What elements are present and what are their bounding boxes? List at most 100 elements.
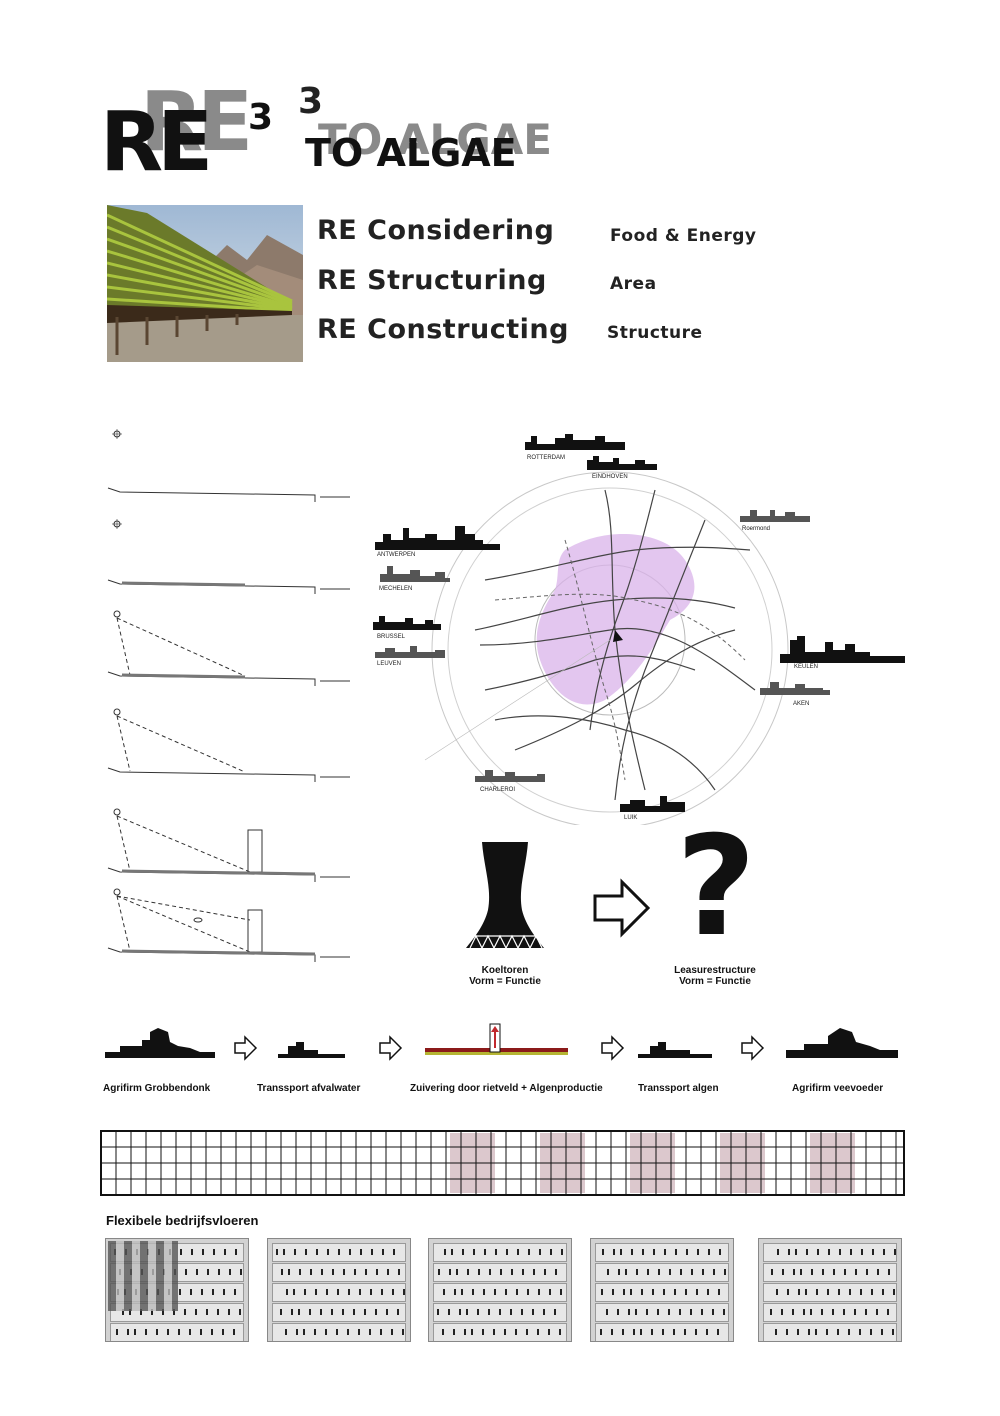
floor-element: [211, 1329, 213, 1335]
skyline-aken: [760, 682, 830, 695]
floor-element: [286, 1289, 288, 1295]
floor-element: [337, 1289, 339, 1295]
floor-element: [438, 1269, 440, 1275]
floor-element: [472, 1289, 474, 1295]
floor-element: [280, 1309, 282, 1315]
floor-element: [331, 1309, 333, 1315]
floor-element: [353, 1309, 355, 1315]
floor-element: [620, 1249, 622, 1255]
process-diagram: [105, 1023, 898, 1061]
title-subtitle: TO ALGAE: [305, 131, 517, 175]
floor-band: [595, 1283, 729, 1302]
floor-element: [466, 1309, 468, 1315]
floor-element: [843, 1309, 845, 1315]
floor-element: [348, 1289, 350, 1295]
floor-element: [805, 1289, 807, 1295]
floor-element: [364, 1309, 366, 1315]
floor-element: [876, 1309, 878, 1315]
floor-element: [816, 1289, 818, 1295]
caption-koeltoren-1: Koeltoren: [481, 965, 529, 976]
floor-element: [448, 1309, 450, 1315]
floor-band: [272, 1303, 406, 1322]
floor-element: [233, 1329, 235, 1335]
floor-element: [456, 1269, 458, 1275]
floor-element: [718, 1289, 720, 1295]
title-subtitle-shadow: TO ALGAE: [318, 115, 552, 164]
floor-element: [321, 1269, 323, 1275]
floor-element: [493, 1329, 495, 1335]
floor-element: [800, 1269, 802, 1275]
label-keulen: KEULEN: [794, 664, 819, 670]
floor-element: [771, 1269, 773, 1275]
floor-element: [381, 1289, 383, 1295]
floor-element: [349, 1249, 351, 1255]
step-transsport-afvalwater: Transsport afvalwater: [257, 1083, 361, 1094]
floor-element: [537, 1329, 539, 1335]
floor-element: [803, 1309, 805, 1315]
floor-element: [325, 1329, 327, 1335]
skyline-keulen: [780, 636, 905, 663]
floor-element: [613, 1249, 615, 1255]
floor-element: [684, 1329, 686, 1335]
floor-element: [894, 1249, 896, 1255]
process-arrows: [234, 1035, 765, 1061]
floor-element: [156, 1329, 158, 1335]
floor-element: [229, 1269, 231, 1275]
floor-element: [462, 1249, 464, 1255]
floor-element: [522, 1269, 524, 1275]
question-mark: ?: [676, 806, 757, 967]
step-agrifirm-veevoeder: Agrifirm veevoeder: [792, 1083, 884, 1094]
floor-photo: [108, 1241, 178, 1311]
floor-element: [781, 1309, 783, 1315]
floor-element: [871, 1289, 873, 1295]
floor-element: [515, 1329, 517, 1335]
floor-element: [673, 1329, 675, 1335]
floor-element: [127, 1329, 129, 1335]
caption-leasure-2: Vorm = Functie: [679, 976, 751, 987]
floor-element: [483, 1289, 485, 1295]
floorplan-5: [758, 1238, 902, 1342]
floor-band: [595, 1263, 729, 1282]
floor-element: [196, 1269, 198, 1275]
floor-element: [706, 1329, 708, 1335]
floorplan-2: [267, 1238, 411, 1342]
floor-element: [451, 1249, 453, 1255]
floor-element: [601, 1289, 603, 1295]
floor-element: [828, 1249, 830, 1255]
caption-koeltoren: Koeltoren Vorm = Functie: [445, 965, 565, 987]
floor-element: [376, 1269, 378, 1275]
floor-element: [795, 1249, 797, 1255]
floor-element: [304, 1289, 306, 1295]
floor-element: [653, 1249, 655, 1255]
floor-band: [433, 1323, 567, 1341]
floor-element: [664, 1249, 666, 1255]
label-charleroi: CHARLEROI: [480, 787, 516, 793]
floor-element: [315, 1289, 317, 1295]
floor-element: [116, 1329, 118, 1335]
skyline-rotterdam: [525, 434, 625, 450]
floor-element: [506, 1249, 508, 1255]
floor-element: [296, 1329, 298, 1335]
floor-element: [776, 1289, 778, 1295]
floor-band: [272, 1263, 406, 1282]
floor-element: [510, 1309, 512, 1315]
topic-food-energy: Food & Energy: [610, 226, 757, 246]
floor-element: [473, 1249, 475, 1255]
label-antwerpen: ANTWERPEN: [377, 552, 416, 558]
floor-element: [719, 1249, 721, 1255]
floor-element: [305, 1249, 307, 1255]
floor-element: [443, 1289, 445, 1295]
label-luik: LUIK: [624, 815, 638, 821]
label-eindhoven: EINDHOVEN: [592, 474, 628, 480]
floor-element: [397, 1309, 399, 1315]
floor-element: [674, 1289, 676, 1295]
agrifirm-veevoeder-icon: [786, 1028, 898, 1058]
floor-element: [517, 1249, 519, 1255]
floor-element: [234, 1289, 236, 1295]
floor-element: [391, 1329, 393, 1335]
floor-element: [844, 1269, 846, 1275]
floor-element: [668, 1309, 670, 1315]
floor-element: [505, 1289, 507, 1295]
floor-element: [866, 1269, 868, 1275]
floors-title: Flexibele bedrijfsvloeren: [106, 1213, 259, 1228]
